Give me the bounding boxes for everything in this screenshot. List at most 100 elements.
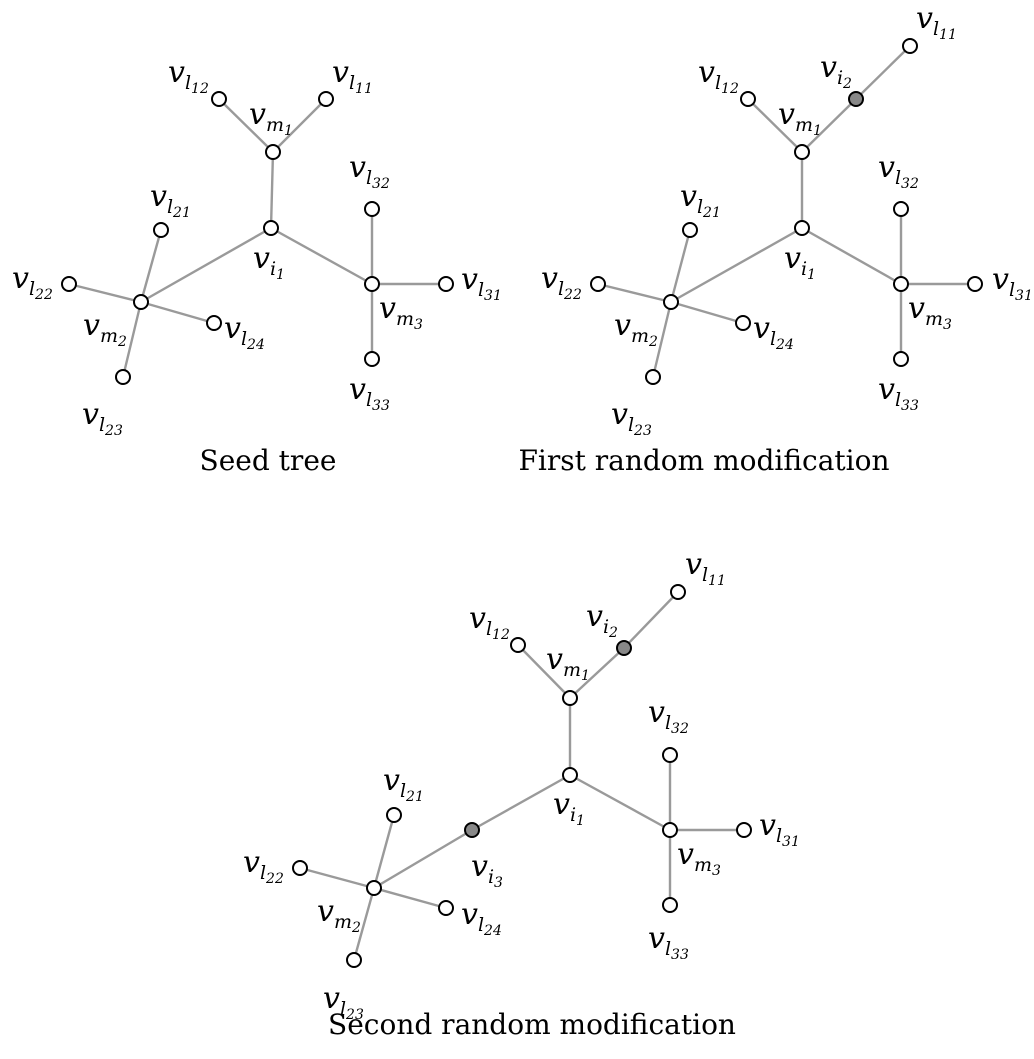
label-base: v	[759, 808, 776, 843]
label-subscript: l	[486, 618, 492, 640]
label-subscript: l	[99, 414, 105, 436]
label-sub-subscript: 33	[372, 398, 390, 414]
node-l12	[510, 637, 526, 653]
label-base: v	[784, 241, 801, 276]
node-m2	[663, 294, 679, 310]
node-m1	[794, 144, 810, 160]
label-base: v	[469, 601, 486, 636]
label-base: v	[614, 308, 631, 343]
edge-m1-l12	[746, 97, 804, 154]
node-i2	[848, 91, 864, 107]
node-m1	[562, 690, 578, 706]
node-l24	[438, 900, 454, 916]
label-subscript: l	[1009, 279, 1015, 301]
label-sub-subscript: 31	[782, 834, 800, 850]
label-base: v	[680, 179, 697, 214]
label-base: v	[249, 97, 266, 132]
node-label-l32: vl32	[349, 150, 390, 192]
label-subscript: l	[895, 167, 901, 189]
label-base: v	[992, 262, 1009, 297]
node-l21	[682, 222, 698, 238]
node-label-i1: vi1	[253, 241, 285, 283]
node-l23	[645, 369, 661, 385]
label-subscript: i	[837, 67, 843, 89]
label-subscript: m	[100, 325, 118, 347]
edges-group	[596, 44, 977, 379]
node-label-m2: vm2	[83, 308, 127, 350]
label-sub-subscript: 21	[702, 205, 721, 221]
label-base: v	[908, 291, 925, 326]
node-i2	[616, 640, 632, 656]
edge-i1-i3	[470, 773, 572, 832]
label-sub-subscript: 22	[34, 287, 53, 303]
label-subscript: i	[603, 616, 609, 638]
edge-m2-l24	[139, 300, 216, 325]
label-subscript: m	[631, 325, 649, 347]
label-sub-subscript: 1	[284, 123, 293, 139]
node-m1	[265, 144, 281, 160]
label-sub-subscript: 3	[712, 863, 721, 879]
label-base: v	[323, 981, 340, 1016]
label-subscript: l	[770, 328, 776, 350]
node-i1	[794, 220, 810, 236]
label-sub-subscript: 3	[414, 317, 423, 333]
node-label-i2: vi2	[820, 50, 852, 92]
label-subscript: m	[795, 114, 813, 136]
label-subscript: l	[185, 72, 191, 94]
node-m3	[662, 822, 678, 838]
nodes-group	[590, 38, 983, 385]
edge-i1-m3	[269, 226, 374, 286]
label-subscript: l	[340, 998, 346, 1020]
edge-i1-m2	[139, 226, 273, 304]
node-label-i1: vi1	[784, 241, 816, 283]
panel-caption: Second random modification	[328, 1008, 736, 1041]
label-sub-subscript: 33	[901, 398, 919, 414]
label-subscript: i	[801, 258, 807, 280]
label-sub-subscript: 32	[671, 721, 689, 737]
edge-m2-l21	[372, 813, 396, 890]
node-label-i1: vi1	[553, 787, 585, 829]
edge-m1-l11	[271, 97, 328, 154]
node-label-l23: vl23	[82, 397, 123, 439]
label-sub-subscript: 32	[901, 176, 919, 192]
label-subscript: m	[563, 659, 581, 681]
label-base: v	[611, 397, 628, 432]
node-label-l22: vl22	[243, 845, 284, 887]
label-sub-subscript: 31	[484, 288, 502, 304]
node-label-m1: vm1	[546, 642, 590, 684]
label-sub-subscript: 23	[345, 1007, 364, 1023]
label-base: v	[878, 150, 895, 185]
label-base: v	[753, 311, 770, 346]
node-l22	[292, 860, 308, 876]
edge-m2-l24	[372, 886, 448, 910]
label-sub-subscript: 12	[721, 81, 739, 97]
label-sub-subscript: 23	[633, 423, 652, 439]
label-base: v	[83, 308, 100, 343]
labels-group: vi1vm1vm2vm3vl11vl12vl21vl22vl23vl24vl31…	[12, 55, 502, 439]
label-subscript: l	[349, 72, 355, 94]
label-base: v	[12, 261, 29, 296]
edge-m2-l21	[139, 228, 163, 304]
panel-seed-tree: vi1vm1vm2vm3vl11vl12vl21vl22vl23vl24vl31…	[12, 55, 502, 477]
node-l24	[735, 315, 751, 331]
edge-i1-m1	[269, 150, 275, 230]
label-subscript: l	[366, 167, 372, 189]
node-label-l21: vl21	[383, 763, 424, 805]
label-base: v	[546, 642, 563, 677]
node-label-l12: vl12	[698, 55, 739, 97]
label-sub-subscript: 1	[581, 668, 590, 684]
node-l11	[318, 91, 334, 107]
label-subscript: m	[694, 854, 712, 876]
panel-caption: First random modification	[518, 444, 889, 477]
edge-m2-l23	[352, 886, 376, 962]
node-label-i2: vi2	[586, 599, 618, 641]
edge-m2-l21	[669, 228, 692, 304]
node-m2	[366, 880, 382, 896]
node-l12	[211, 91, 227, 107]
label-subscript: l	[628, 414, 634, 436]
node-l32	[364, 201, 380, 217]
label-sub-subscript: 33	[671, 947, 689, 963]
node-l31	[736, 822, 752, 838]
label-base: v	[778, 97, 795, 132]
